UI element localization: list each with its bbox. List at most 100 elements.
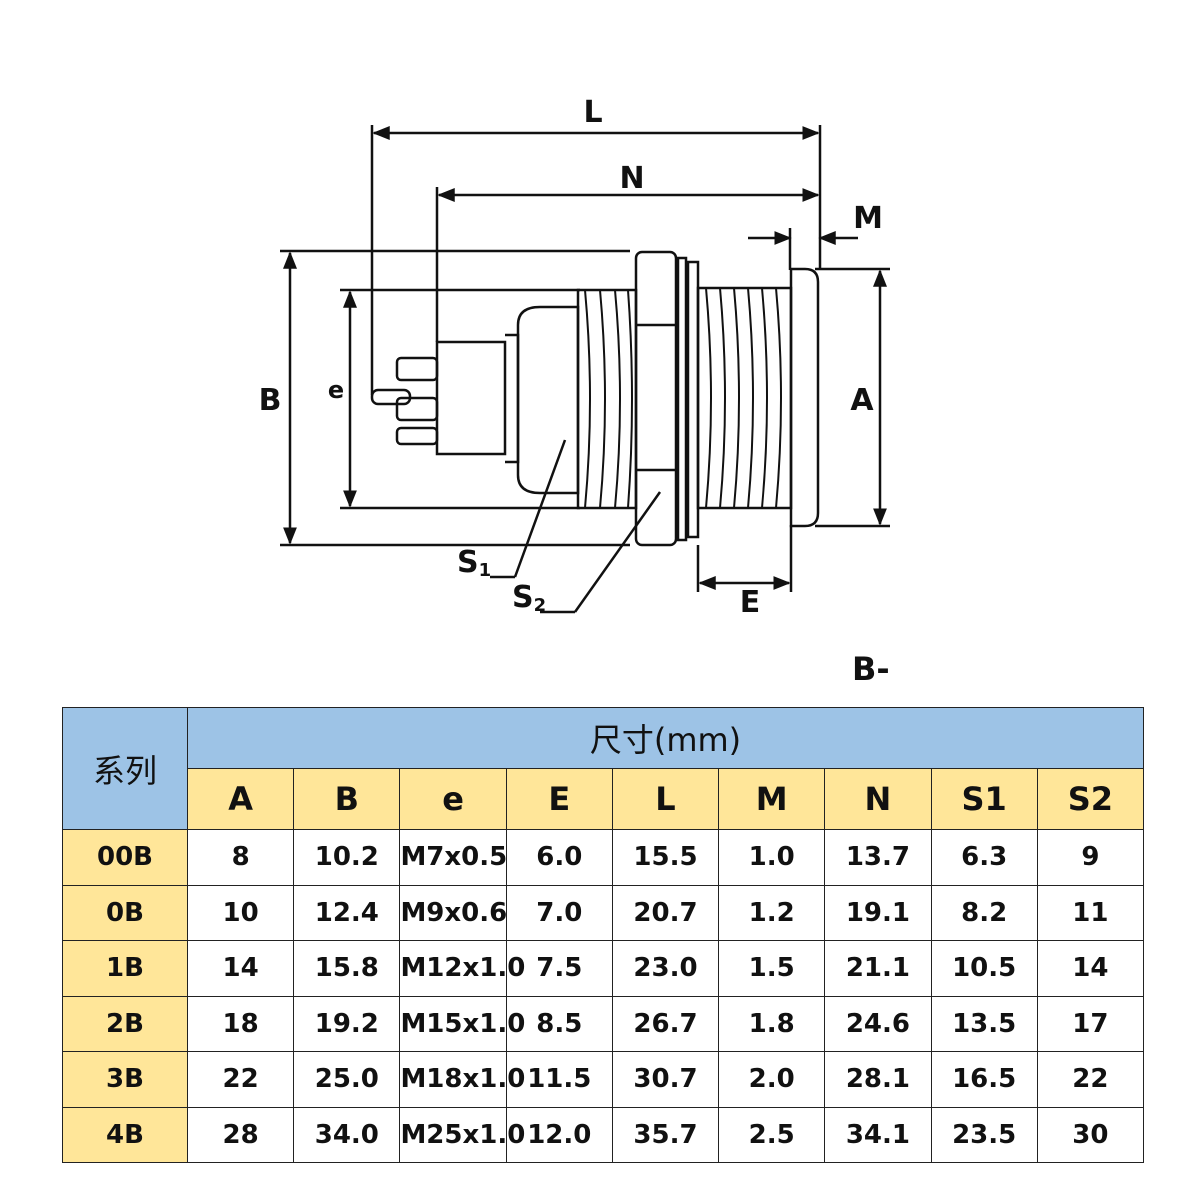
table-cell: 28.1: [824, 1051, 932, 1108]
table-cell: 30.7: [611, 1051, 720, 1108]
table-cell: 19.2: [293, 995, 401, 1052]
table-cell: 15.8: [293, 940, 401, 997]
table-cell: M7x0.5: [399, 829, 507, 886]
series-tag: B-: [852, 650, 890, 688]
connector-dimension-drawing: L N M B e A E S1 S2: [259, 95, 890, 620]
label-S1: S1: [457, 545, 491, 581]
table-cell: 16.5: [930, 1051, 1038, 1108]
table-cell: 8.2: [930, 884, 1038, 941]
leader-S1: [490, 439, 567, 579]
table-cell: 23.0: [611, 940, 720, 997]
dimension-N: [435, 187, 820, 342]
label-S2: S2: [512, 580, 546, 616]
table-cell: 9: [1036, 829, 1145, 886]
series-header: 系列: [62, 707, 188, 830]
column-header: E: [505, 768, 613, 830]
column-header: M: [718, 768, 826, 830]
dimension-A: [815, 267, 890, 528]
table-cell: 10.5: [930, 940, 1038, 997]
table-cell: M9x0.6: [399, 884, 507, 941]
table-cell: 28: [186, 1106, 295, 1163]
connector-body: [370, 250, 820, 547]
label-S2-main: S: [512, 580, 534, 615]
row-series-label: 2B: [62, 995, 188, 1052]
table-cell: M15x1.0: [399, 995, 525, 1052]
table-cell: 11.5: [505, 1051, 613, 1108]
table-cell: 2.0: [718, 1051, 826, 1108]
label-L: L: [583, 95, 602, 130]
table-cell: 35.7: [611, 1106, 720, 1163]
table-cell: 1.2: [718, 884, 826, 941]
unit-header: 尺寸(mm): [187, 707, 1144, 769]
column-header: B: [293, 768, 401, 830]
column-header: L: [611, 768, 720, 830]
dimension-E: [696, 525, 793, 592]
table-cell: 15.5: [611, 829, 720, 886]
row-series-label: 4B: [62, 1106, 188, 1163]
table-cell: 14: [1036, 940, 1145, 997]
table-cell: 12.4: [293, 884, 401, 941]
row-series-label: 0B: [62, 884, 188, 941]
dimension-M: [748, 228, 858, 270]
label-S2-sub: 2: [534, 595, 547, 616]
row-series-label: 00B: [62, 829, 188, 886]
column-header: e: [399, 768, 507, 830]
table-cell: 18: [186, 995, 295, 1052]
table-cell: M25x1.0: [399, 1106, 525, 1163]
table-cell: 34.1: [824, 1106, 932, 1163]
dimension-e: [340, 288, 580, 510]
table-cell: 7.0: [505, 884, 613, 941]
table-cell: 8.5: [505, 995, 613, 1052]
table-cell: 21.1: [824, 940, 932, 997]
table-cell: 20.7: [611, 884, 720, 941]
table-cell: 26.7: [611, 995, 720, 1052]
row-series-label: 1B: [62, 940, 188, 997]
table-cell: 8: [186, 829, 295, 886]
table-cell: 1.5: [718, 940, 826, 997]
table-cell: 17: [1036, 995, 1145, 1052]
label-S1-main: S: [457, 545, 479, 580]
table-cell: 1.8: [718, 995, 826, 1052]
table-cell: 14: [186, 940, 295, 997]
table-cell: 6.0: [505, 829, 613, 886]
table-cell: 6.3: [930, 829, 1038, 886]
column-header: S1: [930, 768, 1038, 830]
table-cell: 12.0: [505, 1106, 613, 1163]
table-cell: M18x1.0: [399, 1051, 525, 1108]
dimension-B: [280, 249, 630, 547]
column-header: S2: [1036, 768, 1145, 830]
table-cell: 25.0: [293, 1051, 401, 1108]
table-cell: 10.2: [293, 829, 401, 886]
table-cell: 1.0: [718, 829, 826, 886]
label-M: M: [853, 201, 883, 236]
table-cell: 30: [1036, 1106, 1145, 1163]
table-cell: 7.5: [505, 940, 613, 997]
label-S1-sub: 1: [479, 560, 492, 581]
table-cell: 22: [186, 1051, 295, 1108]
label-e: e: [328, 376, 344, 404]
column-header: A: [186, 768, 295, 830]
label-N: N: [619, 161, 644, 196]
leader-S2: [540, 491, 662, 614]
table-cell: M12x1.0: [399, 940, 525, 997]
table-header-row: 系列 尺寸(mm): [62, 707, 1144, 830]
table-cell: 34.0: [293, 1106, 401, 1163]
table-cell: 11: [1036, 884, 1145, 941]
table-cell: 10: [186, 884, 295, 941]
label-E: E: [740, 585, 761, 620]
table-cell: 13.5: [930, 995, 1038, 1052]
row-series-label: 3B: [62, 1051, 188, 1108]
label-A: A: [850, 383, 874, 418]
table-cell: 23.5: [930, 1106, 1038, 1163]
table-cell: 13.7: [824, 829, 932, 886]
table-cell: 24.6: [824, 995, 932, 1052]
column-header: N: [824, 768, 932, 830]
